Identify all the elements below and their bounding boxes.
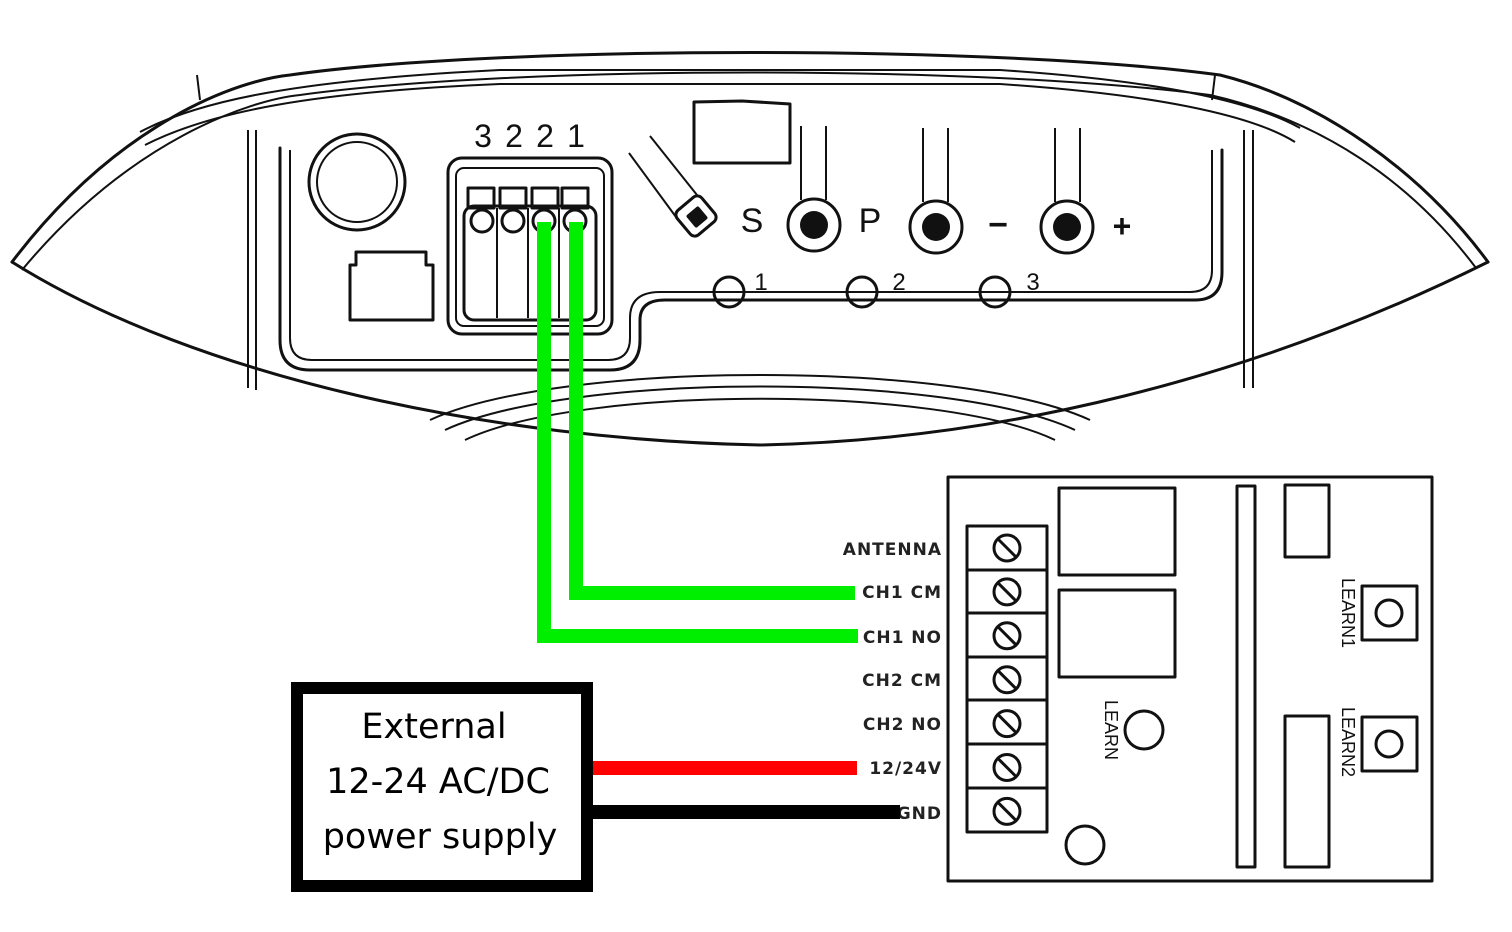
s-label: S <box>741 202 764 240</box>
rj-connector-icon <box>348 250 435 322</box>
learn-label: LEARN <box>1101 700 1121 760</box>
component-right-top <box>1283 483 1331 559</box>
housing-outer-arc <box>10 51 1490 264</box>
relay-1 <box>1057 486 1177 577</box>
inner-ring-2 <box>444 385 1076 431</box>
component-right-bottom <box>1283 714 1331 869</box>
learn1-label: LEARN1 <box>1338 578 1358 648</box>
relay-2 <box>1057 588 1177 679</box>
learn2-label: LEARN2 <box>1338 707 1358 777</box>
terminal-block-housing <box>446 156 614 336</box>
terminal-screw-icon[interactable] <box>992 577 1022 607</box>
led-label: 1 <box>754 269 767 296</box>
terminal-screw-icon[interactable] <box>992 796 1022 826</box>
buzzer-icon <box>307 132 407 232</box>
screw-slot <box>997 538 1017 558</box>
power-supply-line-3: power supply <box>323 817 558 857</box>
terminal-label-12-24v: 12/24V <box>869 759 942 779</box>
terminal-label-ch1-cm: CH1 CM <box>862 583 942 603</box>
receiver-board: ANTENNA CH1 CM CH1 NO CH2 CM CH2 NO 12/2… <box>843 475 1434 883</box>
mount-hole <box>1064 824 1106 866</box>
terminal-block: 3 2 2 1 <box>446 118 614 336</box>
inner-ring-3 <box>464 397 1056 441</box>
wire-terminal1-to-ch1-cm <box>569 222 855 600</box>
terminal-screw-icon[interactable] <box>992 709 1022 739</box>
led-2-icon <box>845 275 879 309</box>
terminal-screw-2a <box>500 208 526 234</box>
wires <box>537 222 900 819</box>
screw-slot <box>997 670 1017 690</box>
p-button[interactable] <box>786 197 842 253</box>
terminal-label-ch2-cm: CH2 CM <box>862 671 942 691</box>
minus-label: − <box>988 206 1008 244</box>
screw-slot <box>997 758 1017 777</box>
rim-tick-left <box>196 74 201 101</box>
terminal-screw-icon[interactable] <box>992 533 1022 563</box>
terminal-tab-2 <box>498 186 528 210</box>
housing-bottom-arc <box>10 260 1490 447</box>
led-label: 2 <box>892 269 905 296</box>
terminal-number-label: 1 <box>567 118 585 154</box>
panel-outline <box>278 146 1224 372</box>
plus-button[interactable] <box>1039 199 1095 255</box>
panel-outline-inner <box>289 150 1213 361</box>
screw-slot <box>997 714 1017 734</box>
terminal-number-label: 2 <box>536 118 554 154</box>
buzzer-inner <box>316 141 398 223</box>
inner-ring-1 <box>429 374 1091 421</box>
s-lead-2 <box>649 135 698 196</box>
learn2-button-knob <box>1374 729 1404 759</box>
plus-label: + <box>1113 208 1132 244</box>
learn1-button[interactable] <box>1360 584 1419 642</box>
s-button-icon <box>686 206 708 228</box>
learn2-button[interactable] <box>1360 715 1419 773</box>
housing-rim-1 <box>139 69 1301 133</box>
screw-slot <box>997 626 1017 646</box>
wire-terminal2-to-ch1-no <box>537 222 858 643</box>
terminal-tab-3 <box>530 186 560 210</box>
terminal-body <box>462 204 598 322</box>
terminal-tab-4 <box>560 186 590 210</box>
p-label: P <box>859 202 882 240</box>
terminal-screw-3 <box>469 208 495 234</box>
terminal-screw-icon[interactable] <box>992 753 1022 782</box>
terminal-label-ch1-no: CH1 NO <box>863 628 942 648</box>
led-3-icon <box>978 275 1012 309</box>
learn-button[interactable] <box>1123 709 1165 751</box>
minus-button-dot <box>922 213 950 241</box>
terminal-screw-icon[interactable] <box>992 621 1022 651</box>
led-label: 3 <box>1026 269 1039 296</box>
plus-button-dot <box>1053 213 1081 241</box>
rim-tick-right <box>1211 74 1216 101</box>
terminal-label-antenna: ANTENNA <box>843 540 942 560</box>
led-1-icon <box>712 275 746 309</box>
terminal-screw-icon[interactable] <box>992 665 1022 695</box>
screw-slot <box>997 582 1017 602</box>
receiver-terminal-strip <box>965 524 1049 834</box>
terminal-label-gnd: GND <box>897 804 942 824</box>
receiver-outline <box>946 475 1434 883</box>
power-supply: External 12-24 AC/DC power supply <box>291 682 593 892</box>
terminal-number-label: 2 <box>505 118 523 154</box>
power-supply-box <box>291 682 593 892</box>
housing-rim-2 <box>144 83 1296 146</box>
antenna-module <box>1235 484 1257 869</box>
learn1-button-knob <box>1374 598 1404 628</box>
operator-housing: 3 2 2 1 S P − + 1 2 <box>10 51 1490 447</box>
minus-button[interactable] <box>908 199 964 255</box>
terminal-number-label: 3 <box>474 118 492 154</box>
relay-component <box>692 99 792 165</box>
terminal-label-ch2-no: CH2 NO <box>863 715 942 735</box>
s-button[interactable] <box>673 193 718 238</box>
power-supply-line-1: External <box>361 707 506 747</box>
terminal-tab-1 <box>466 186 496 210</box>
housing-inner-arc <box>21 71 1477 271</box>
screw-slot <box>997 801 1017 821</box>
p-button-dot <box>800 211 828 239</box>
terminal-strip-outline <box>965 524 1049 834</box>
power-supply-line-2: 12-24 AC/DC <box>326 762 550 802</box>
terminal-block-inner <box>455 167 605 327</box>
s-lead-1 <box>628 152 677 218</box>
